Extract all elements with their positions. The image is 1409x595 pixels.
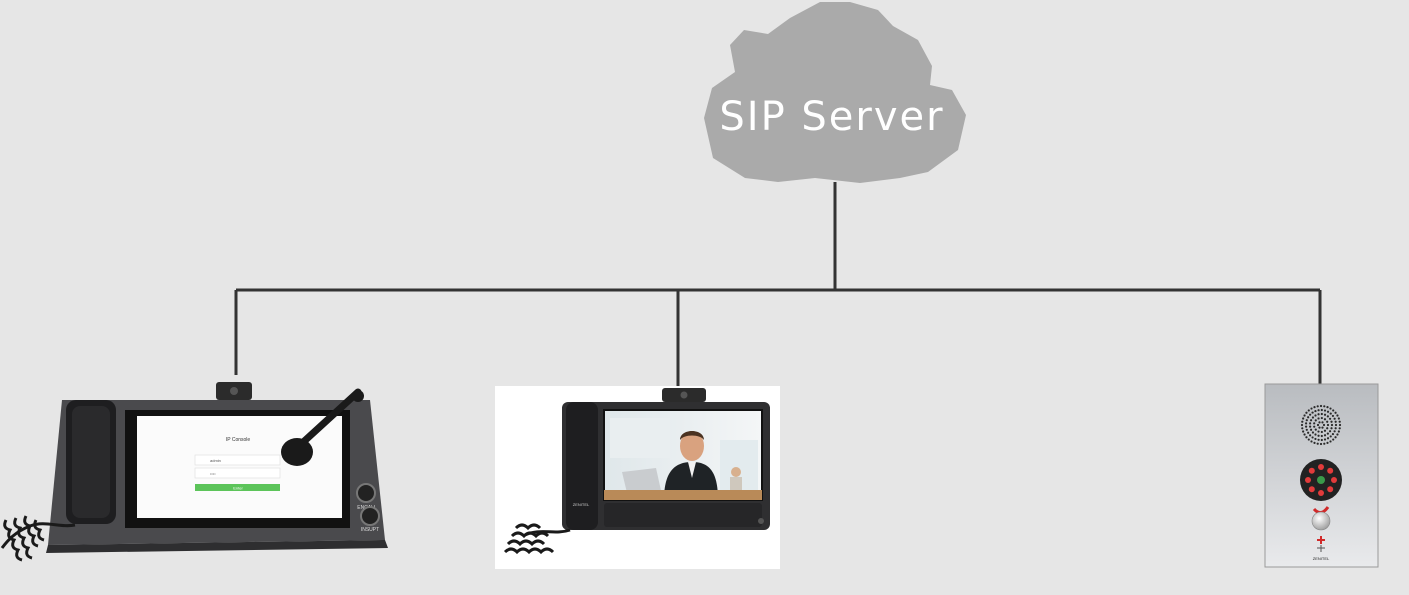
speaker-grill bbox=[604, 503, 762, 527]
console-enter-label: Enter bbox=[233, 486, 243, 491]
coiled-cord-icon bbox=[0, 515, 76, 562]
console-screen bbox=[137, 416, 342, 518]
console-password-value: •••• bbox=[210, 471, 216, 476]
handset-icon bbox=[566, 402, 598, 530]
keypad-buttons bbox=[1305, 464, 1337, 496]
insupt-button-icon bbox=[360, 506, 380, 526]
cloud-icon bbox=[704, 2, 966, 183]
console-username-value: admin bbox=[210, 458, 221, 463]
sip-server-label: SIP Server bbox=[719, 94, 944, 140]
video-phone-brand: ZENITEL bbox=[573, 502, 590, 507]
speaker-grill-icon bbox=[1300, 404, 1342, 446]
call-button-icon bbox=[1311, 511, 1331, 531]
door-intercom-device: ZENITEL bbox=[1264, 383, 1379, 568]
network-lines bbox=[234, 182, 1322, 388]
console-screen-title: IP Console bbox=[226, 437, 251, 443]
gooseneck-mic-icon bbox=[296, 388, 362, 449]
intercom-brand: ZENITEL bbox=[1313, 556, 1330, 561]
insupt-label: INSUPT bbox=[361, 527, 379, 533]
ip-console-device: IP Console admin •••• Enter ENCALL INSUP… bbox=[0, 382, 388, 562]
sip-server-cloud: SIP Server bbox=[704, 2, 966, 183]
video-phone-device: ZENITEL bbox=[495, 386, 780, 569]
microphone-icon bbox=[1317, 536, 1325, 544]
console-enter-button bbox=[195, 484, 280, 491]
console-username-field bbox=[194, 454, 281, 466]
console-password-field bbox=[194, 467, 281, 479]
encall-button-icon bbox=[356, 483, 376, 503]
coiled-cord-icon bbox=[503, 523, 571, 555]
